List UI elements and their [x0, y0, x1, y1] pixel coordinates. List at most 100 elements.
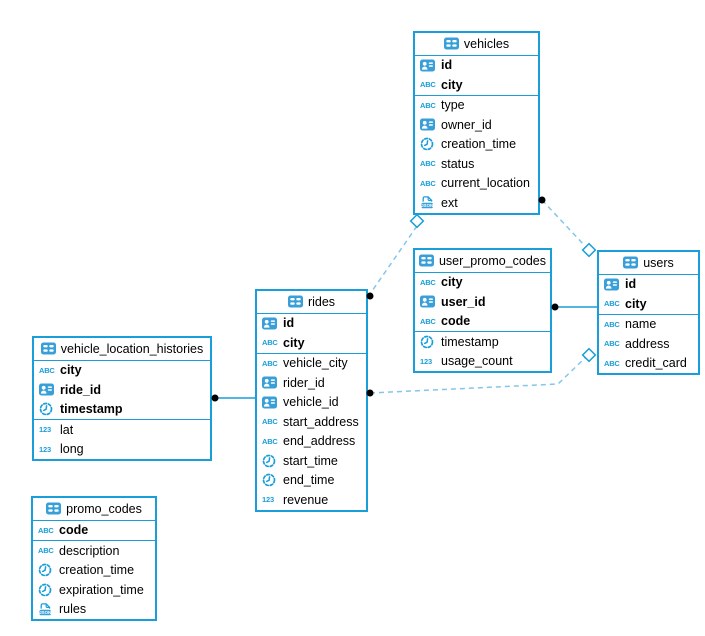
string-type-icon: ABC — [420, 80, 436, 89]
table-header[interactable]: promo_codes — [33, 498, 155, 521]
field-row-expiration_time[interactable]: expiration_time — [33, 580, 155, 600]
field-row-id[interactable]: id — [599, 275, 698, 295]
table-header[interactable]: vehicle_location_histories — [34, 338, 210, 361]
field-row-id[interactable]: id — [257, 314, 366, 334]
number-type-icon: 123 — [39, 444, 60, 454]
field-row-id[interactable]: id — [415, 56, 538, 76]
string-type-icon: ABC — [420, 278, 441, 287]
string-type-icon: ABC — [604, 340, 625, 348]
field-row-long[interactable]: 123 long — [34, 440, 210, 460]
field-row-timestamp[interactable]: timestamp — [415, 332, 550, 352]
field-row-user_id[interactable]: user_id — [415, 292, 550, 312]
field-row-creation_time[interactable]: creation_time — [33, 561, 155, 581]
number-type-icon: 123 — [39, 426, 60, 434]
field-name: credit_card — [625, 356, 687, 371]
table-icon — [623, 256, 639, 269]
field-name: current_location — [441, 176, 530, 191]
relationship-diamond-marker — [581, 347, 597, 363]
field-row-end_time[interactable]: end_time — [257, 471, 366, 491]
uuid-type-icon — [262, 396, 283, 409]
table-header[interactable]: user_promo_codes — [415, 250, 550, 273]
table-icon — [443, 37, 459, 50]
number-type-icon: 123 — [39, 425, 51, 434]
string-type-icon: ABC — [262, 417, 278, 426]
table-header[interactable]: vehicles — [415, 33, 538, 56]
relationship-dot-marker — [551, 303, 559, 311]
table-name: vehicles — [463, 36, 510, 51]
table-name: user_promo_codes — [438, 253, 546, 268]
field-name: ride_id — [60, 382, 101, 397]
table-name: rides — [307, 294, 336, 309]
table-header[interactable]: rides — [257, 291, 366, 314]
relationship-vehicles-rides — [369, 225, 418, 295]
string-type-icon: ABC — [420, 179, 441, 188]
field-row-creation_time[interactable]: creation_time — [415, 135, 538, 155]
field-row-timestamp[interactable]: timestamp — [34, 400, 210, 420]
field-row-vehicle_id[interactable]: vehicle_id — [257, 393, 366, 413]
timestamp-type-icon — [420, 137, 441, 151]
field-row-start_time[interactable]: start_time — [257, 451, 366, 471]
string-type-icon: ABC — [262, 338, 278, 347]
field-name: id — [625, 277, 637, 292]
field-name: timestamp — [60, 402, 123, 417]
timestamp-type-icon — [262, 473, 283, 487]
uuid-type-icon — [420, 118, 441, 131]
string-type-icon: ABC — [38, 526, 59, 535]
field-name: city — [283, 335, 305, 350]
json-type-icon: JSON — [420, 195, 441, 210]
string-type-icon: ABC — [262, 358, 278, 368]
field-row-owner_id[interactable]: owner_id — [415, 115, 538, 135]
number-type-icon: 123 — [39, 444, 51, 454]
field-row-ride_id[interactable]: ride_id — [34, 380, 210, 400]
field-name: long — [60, 442, 84, 457]
field-name: code — [59, 523, 89, 538]
field-name: start_time — [283, 453, 338, 468]
field-row-rider_id[interactable]: rider_id — [257, 373, 366, 393]
timestamp-type-icon — [420, 335, 441, 349]
field-name: creation_time — [441, 137, 517, 152]
string-type-icon: ABC — [604, 320, 625, 329]
number-type-icon: 123 — [420, 357, 441, 366]
field-name: rules — [59, 602, 87, 617]
field-name: type — [441, 98, 465, 113]
table-header[interactable]: users — [599, 252, 698, 275]
table-name: users — [643, 255, 674, 270]
relationship-diamond-marker — [581, 242, 597, 258]
field-row-city[interactable]: ABC city — [257, 333, 366, 353]
field-name: description — [59, 543, 120, 558]
string-type-icon: ABC — [420, 317, 441, 326]
string-type-icon: ABC — [604, 299, 620, 308]
field-name: owner_id — [441, 117, 492, 132]
